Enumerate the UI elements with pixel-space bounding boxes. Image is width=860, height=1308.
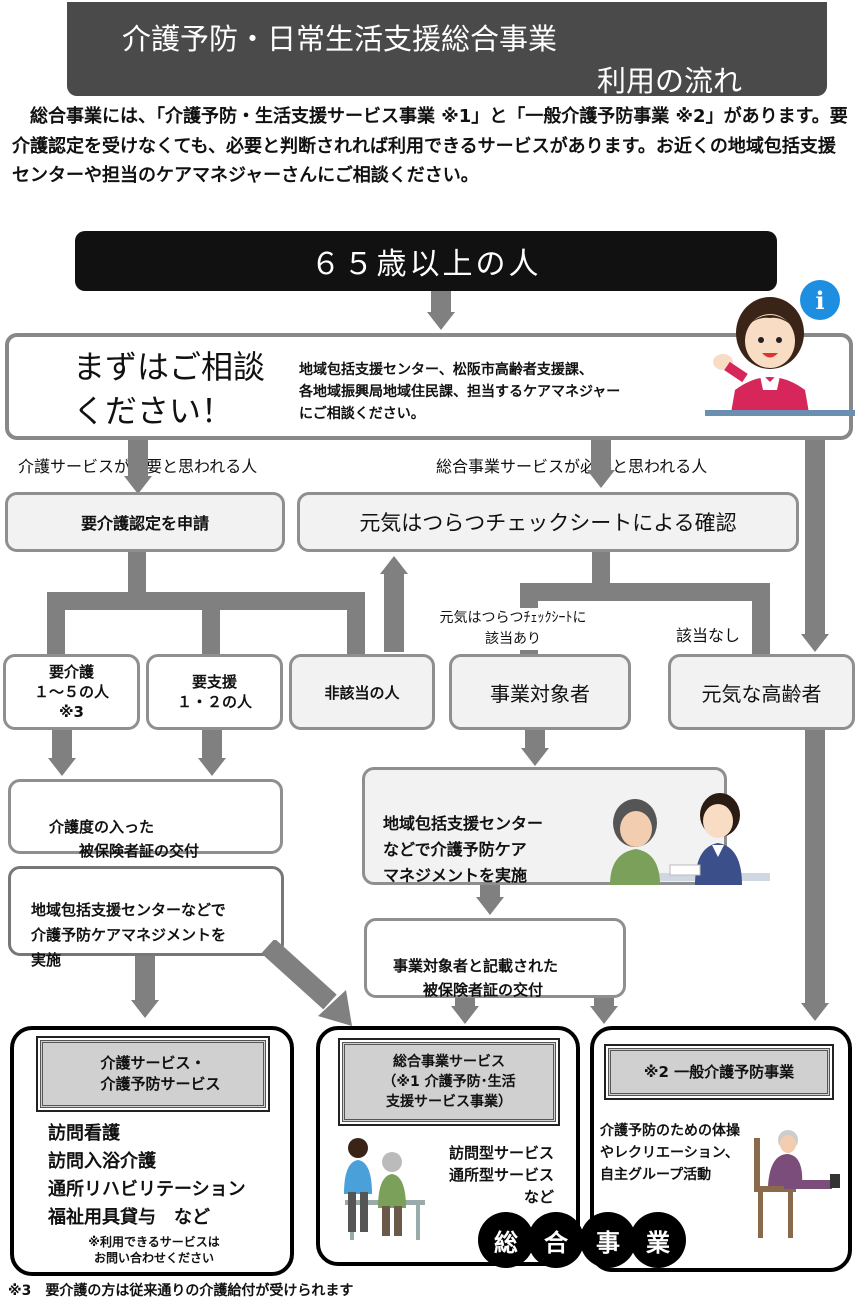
consultation-illustration xyxy=(610,793,770,885)
center-mgmt-label: 地域包括支援センター などで介護予防ケア マネジメントを実施 xyxy=(383,814,544,885)
arrow-down xyxy=(427,312,455,330)
center-mgmt-left-box: 地域包括支援センターなどで 介護予防ケアマネジメントを 実施 xyxy=(8,866,284,969)
consult-text: 地域包括支援センター、松阪市高齢者支援課、 各地域振興局地域住民課、担当するケア… xyxy=(299,362,621,422)
care-services-title-text: 介護サービス・ 介護予防サービス xyxy=(100,1054,221,1093)
label-applicable: 元気はつらつﾁｪｯｸｼｰﾄに 該当あり xyxy=(418,608,608,650)
footnote: ※3 要介護の方は従来通りの介護給付が受けられます xyxy=(8,1283,354,1299)
age-banner: ６５歳以上の人 xyxy=(75,231,777,291)
care-service-item: 訪問看護 xyxy=(48,1123,120,1144)
page-subtitle: 利用の流れ xyxy=(597,64,743,98)
care-services-list: 訪問看護 訪問入浴介護 通所リハビリテーション 福祉用具貸与 など xyxy=(48,1120,246,1232)
care-service-item: 通所リハビリテーション xyxy=(48,1179,246,1200)
stretching-illustration xyxy=(754,1130,840,1238)
general-prevention-title: ※2 一般介護予防事業 xyxy=(604,1044,834,1100)
title-banner: 介護予防・日常生活支援総合事業 利用の流れ xyxy=(67,2,827,98)
general-prevention-title-text: ※2 一般介護予防事業 xyxy=(643,1062,795,1081)
sogo-char-circle: 業 xyxy=(630,1212,686,1268)
sogo-services-title-text: 総合事業サービス （※1 介護予防･生活 支援サービス事業） xyxy=(382,1054,516,1110)
checksheet-label: 元気はつらつチェックシートによる確認 xyxy=(359,511,737,535)
genki-label: 元気な高齢者 xyxy=(701,681,822,706)
receptionist-illustration: i xyxy=(705,280,855,416)
diagonal-arrow xyxy=(261,940,352,1026)
taisho-card-box: 事業対象者と記載された 被保険者証の交付 xyxy=(364,918,626,999)
shien-box: 要支援 １・２の人 xyxy=(146,654,283,730)
shien-label: 要支援 １・２の人 xyxy=(176,673,252,711)
checksheet-box: 元気はつらつチェックシートによる確認 xyxy=(297,492,799,552)
higaito-box: 非該当の人 xyxy=(289,654,435,730)
care-service-item: 福祉用具貸与 など xyxy=(48,1207,210,1228)
taisho-card-label: 事業対象者と記載された 被保険者証の交付 xyxy=(393,957,559,999)
arrow-up xyxy=(380,556,408,574)
kaigo-label: 要介護 １～５の人 ※3 xyxy=(33,663,109,721)
exercise-illustration xyxy=(344,1138,425,1240)
sogo-char-circle: 総 xyxy=(478,1212,534,1268)
sogo-jigyo-label: 総 合 事 業 xyxy=(478,1212,688,1268)
care-service-item: 訪問入浴介護 xyxy=(48,1151,156,1172)
sogo-services-list: 訪問型サービス 通所型サービス など xyxy=(448,1144,554,1206)
care-services-box: 介護サービス・ 介護予防サービス 訪問看護 訪問入浴介護 通所リハビリテーション… xyxy=(10,1026,294,1276)
genki-box: 元気な高齢者 xyxy=(668,654,855,730)
care-services-title: 介護サービス・ 介護予防サービス xyxy=(36,1036,270,1112)
sogo-services-title: 総合事業サービス （※1 介護予防･生活 支援サービス事業） xyxy=(338,1038,560,1126)
apply-label: 要介護認定を申請 xyxy=(80,514,209,533)
card-label: 介護度の入った 被保険者証の交付 xyxy=(49,818,200,860)
kaigo-box: 要介護 １～５の人 ※3 xyxy=(3,654,140,730)
care-services-note: ※利用できるサービスは お問い合わせください xyxy=(88,1235,220,1265)
consult-box: まずはご相談 ください！ 地域包括支援センター、松阪市高齢者支援課、 各地域振興… xyxy=(5,333,853,440)
jigyo-taisho-box: 事業対象者 xyxy=(449,654,631,730)
higaito-label: 非該当の人 xyxy=(324,683,400,702)
center-mgmt-left-label: 地域包括支援センターなどで 介護予防ケアマネジメントを 実施 xyxy=(31,901,227,969)
card-box: 介護度の入った 被保険者証の交付 xyxy=(8,779,283,860)
label-sogo-needed: 総合事業サービスが必要と思われる人 xyxy=(436,457,708,476)
jigyo-taisho-label: 事業対象者 xyxy=(490,681,590,706)
svg-text:i: i xyxy=(815,286,824,315)
age-banner-text: ６５歳以上の人 xyxy=(310,247,542,282)
center-mgmt-box: 地域包括支援センター などで介護予防ケア マネジメントを実施 xyxy=(362,767,727,885)
sogo-char-circle: 事 xyxy=(580,1212,636,1268)
general-prevention-list: 介護予防のための体操 やレクリエーション、 自主グループ活動 xyxy=(600,1123,740,1183)
consult-heading: まずはご相談 ください！ xyxy=(73,348,266,430)
label-not-applicable: 該当なし xyxy=(676,622,741,646)
sogo-char-circle: 合 xyxy=(528,1212,584,1268)
apply-box: 要介護認定を申請 xyxy=(5,492,285,552)
page-title: 介護予防・日常生活支援総合事業 xyxy=(122,22,558,56)
intro-text: 総合事業には、「介護予防・生活支援サービス事業 ※1」と「一般介護予防事業 ※2… xyxy=(12,106,848,186)
